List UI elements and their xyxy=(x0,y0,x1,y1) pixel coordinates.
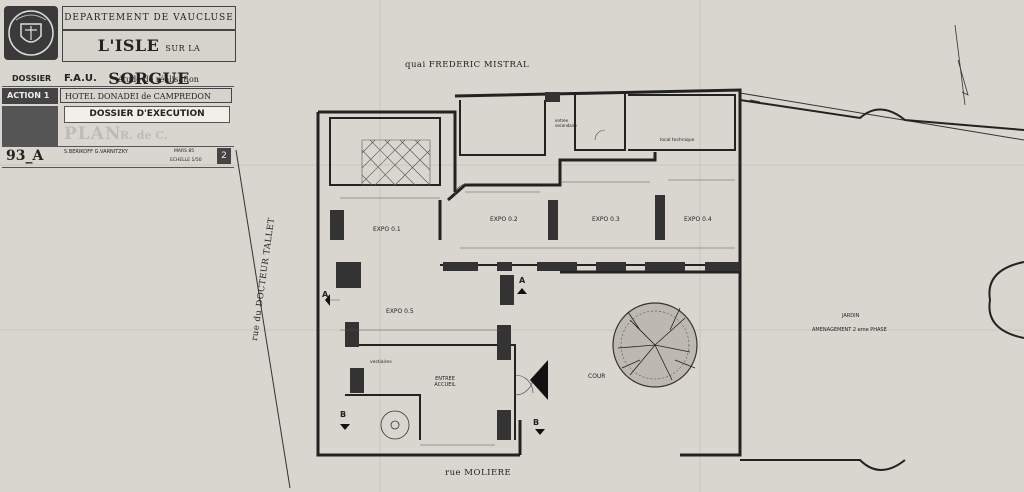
dimension-lines xyxy=(325,179,735,446)
dossier-row: DOSSIER F.A.U. étude de réalisation xyxy=(2,72,234,87)
town-name-a: L'ISLE xyxy=(97,36,160,55)
phase2-label: AMENAGEMENT 2 eme PHASE xyxy=(812,327,887,333)
architects: S.BERIKOFF G.VARNITZKY xyxy=(64,149,128,155)
dossier-code: F.A.U. xyxy=(64,73,97,84)
entrance-arrow-icon xyxy=(530,360,548,400)
building-walls xyxy=(316,88,1024,471)
action-badge: ACTION 1 xyxy=(2,88,58,104)
piers xyxy=(330,92,740,440)
plan-label: PLAN xyxy=(64,124,122,144)
department-title: DEPARTEMENT DE VAUCLUSE xyxy=(62,6,236,30)
section-mark-b-east: B xyxy=(533,418,540,427)
street-north: quai FREDERIC MISTRAL xyxy=(405,60,530,70)
north-arrow-icon xyxy=(954,24,969,106)
section-mark-b-west: B xyxy=(340,410,347,419)
hotel-name: HOTEL DONADEI de CAMPREDON xyxy=(60,88,232,103)
room-expo-2: EXPO 0.2 xyxy=(490,216,518,223)
date: MARS 85 xyxy=(174,149,195,154)
section-markers xyxy=(325,288,545,435)
town-seal-icon xyxy=(4,6,58,60)
street-south: rue MOLIERE xyxy=(445,468,512,478)
room-expo-3: EXPO 0.3 xyxy=(592,216,620,223)
town-name-sur: SUR LA xyxy=(165,44,201,53)
spiral-stair xyxy=(380,410,410,440)
sheet-index: 2 xyxy=(217,148,231,164)
courtyard-label: COUR xyxy=(588,373,606,380)
room-expo-4: EXPO 0.4 xyxy=(684,216,712,223)
town-title: L'ISLE SUR LA SORGUE xyxy=(62,30,236,88)
town-name-b: SORGUE xyxy=(108,69,190,88)
site-boundary xyxy=(235,92,1024,489)
title-block-dark-panel-2 xyxy=(2,126,58,146)
title-block-info-row: 93_A S.BERIKOFF G.VARNITZKY MARS 85 ECHE… xyxy=(2,146,234,168)
scale: ECHELLE 1/50 xyxy=(170,158,202,163)
room-entrance: ENTREE ACCUEIL xyxy=(434,376,456,388)
tree-icon xyxy=(612,302,698,388)
dossier-prefix: DOSSIER xyxy=(12,74,52,83)
section-mark-a-west: A xyxy=(322,290,329,299)
cloakroom-label: vestiaires xyxy=(370,360,392,365)
room-expo-5: EXPO 0.5 xyxy=(386,308,414,315)
dossier-description: étude de réalisation xyxy=(118,75,199,84)
room-expo-1: EXPO 0.1 xyxy=(373,226,401,233)
plan-level: R. de C. xyxy=(120,129,168,142)
execution-dossier-label: DOSSIER D'EXECUTION xyxy=(64,106,230,123)
garden-label: JARDIN xyxy=(842,313,860,319)
section-mark-a-east: A xyxy=(519,276,526,285)
title-block-dark-panel xyxy=(2,106,58,126)
secondary-entrance-label: entree secondaire xyxy=(555,118,577,128)
sheet-number: 93_A xyxy=(6,148,44,164)
stair-hatch xyxy=(361,139,431,186)
technical-room-label: local technique xyxy=(660,138,695,143)
